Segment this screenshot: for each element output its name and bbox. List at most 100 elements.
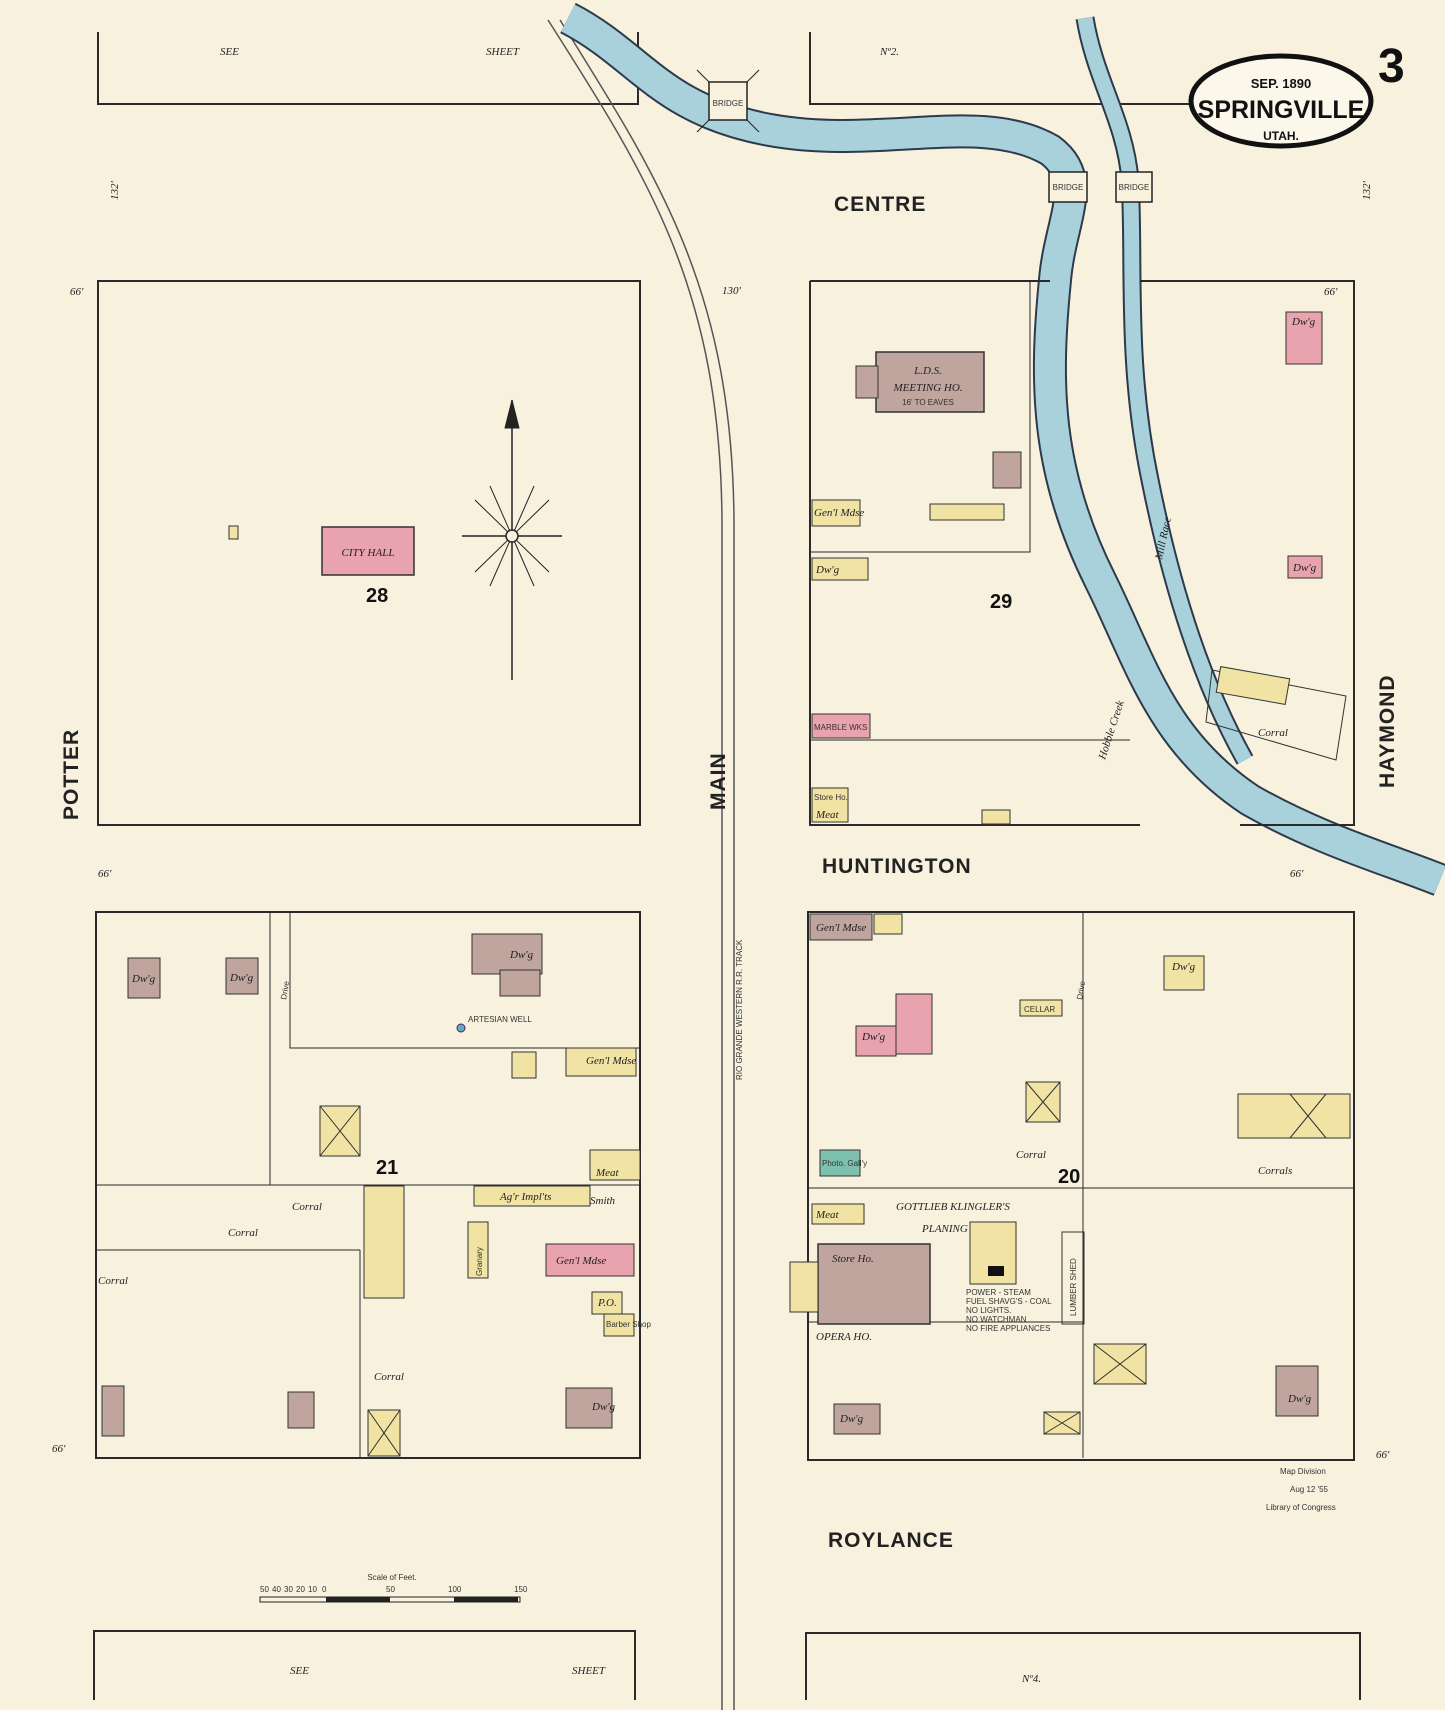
post-office-label: P.O. [597, 1297, 617, 1309]
agr-impts-building [473, 1185, 591, 1207]
agr-impts-warehouse [363, 1185, 405, 1299]
street-width: 66' [1324, 286, 1338, 298]
lds-label-2: MEETING HO. [892, 382, 962, 394]
block-20-outline [807, 911, 1355, 1461]
sheet-no-2-label: Nº2. [879, 46, 899, 58]
boiler-icon [988, 1266, 1004, 1276]
stamp-line-2: Aug 12 '55 [1290, 1485, 1329, 1494]
frame-annex [789, 1261, 819, 1313]
dwelling-label: Dw'g [229, 972, 254, 984]
railroad-label: RIO GRANDE WESTERN R.R. TRACK [735, 939, 744, 1080]
lumber-shed-label: LUMBER SHED [1069, 1258, 1078, 1316]
dwelling-wing [499, 969, 541, 997]
street-main: MAIN [707, 752, 730, 810]
dwelling-label: Dw'g [509, 949, 534, 961]
scale-label: Scale of Feet. [367, 1573, 416, 1582]
dwelling [225, 957, 259, 995]
granary [467, 1221, 489, 1279]
scale-tick: 20 [296, 1585, 305, 1594]
lds-label-1: L.D.S. [913, 365, 942, 377]
sheet-label-bottom: SHEET [572, 1665, 606, 1677]
dwelling [471, 933, 543, 975]
street-haymond: HAYMOND [1376, 674, 1399, 788]
corral-label: Corral [374, 1371, 404, 1383]
stable-cross [367, 1409, 401, 1457]
frame-shed [981, 809, 1011, 825]
street-width: 130' [722, 285, 742, 297]
opera-house-label: OPERA HO. [816, 1331, 872, 1343]
corral-label: Corral [1016, 1149, 1046, 1161]
meat-label: Meat [815, 809, 840, 821]
genl-mdse-building [809, 913, 873, 941]
cellar-label: CELLAR [1024, 1005, 1055, 1014]
mill-race [1077, 16, 1252, 764]
barber-shop [603, 1313, 635, 1337]
city-hall [321, 526, 415, 576]
mill-note: FUEL SHAVG'S - COAL [966, 1297, 1052, 1306]
lumber-shed [1061, 1231, 1085, 1325]
scale-tick: 10 [308, 1585, 317, 1594]
see-label-bottom: SEE [290, 1665, 309, 1677]
meat-market [589, 1149, 641, 1181]
outbuilding [228, 525, 239, 540]
bridge-label: BRIDGE [1119, 183, 1150, 192]
outbuildings-row [929, 503, 1005, 521]
granary-label: Granary [475, 1247, 484, 1276]
lot-lines [96, 281, 1354, 1458]
dwelling-label: Dw'g [1287, 1393, 1312, 1405]
lds-meeting-house [875, 351, 985, 413]
scale-tick: 100 [448, 1585, 462, 1594]
scale-tick: 30 [284, 1585, 293, 1594]
corral-label: Corral [1258, 727, 1288, 739]
dwelling [855, 1025, 897, 1057]
city-hall-label: CITY HALL [342, 547, 395, 559]
dwelling-label: Dw'g [1292, 562, 1317, 574]
cellar [1019, 999, 1063, 1017]
block-29-outline [809, 280, 1355, 826]
lds-note: 16' TO EAVES [902, 398, 954, 407]
see-sheet-bottom-right-box [805, 1632, 1361, 1700]
railroad-rail-east [559, 19, 735, 1710]
bridge-label: BRIDGE [1053, 183, 1084, 192]
scale-bar: 50 40 30 20 10 0 50 100 150 [259, 1585, 528, 1603]
dwelling [833, 1403, 881, 1435]
barber-label: Barber Shop [606, 1320, 651, 1329]
hobble-creek [560, 4, 1445, 894]
mill-notes: POWER - STEAM FUEL SHAVG'S - COAL NO LIG… [966, 1288, 1052, 1333]
street-potter: POTTER [60, 729, 83, 820]
corral-label: Corral [292, 1201, 322, 1213]
stable-cross [319, 1105, 361, 1157]
marble-works-label: MARBLE WKS [814, 723, 867, 732]
stable-cross [1025, 1081, 1061, 1123]
genl-mdse-brick [545, 1243, 635, 1277]
stone-outbuilding [992, 451, 1022, 489]
dwelling-label: Dw'g [1171, 961, 1196, 973]
dwelling [1275, 1365, 1319, 1417]
compass-rose-icon [462, 399, 562, 680]
bridge-creek: BRIDGE [1048, 171, 1088, 203]
frame-store [873, 913, 903, 935]
photo-gallery-label: Photo. Gall'y [822, 1159, 867, 1168]
meat-market [811, 1203, 865, 1225]
scale-tick: 40 [272, 1585, 281, 1594]
opera-house-building [817, 1243, 931, 1325]
map-date: SEP. 1890 [1251, 76, 1311, 91]
mill-note: NO WATCHMAN [966, 1315, 1027, 1324]
corral-label: Corral [98, 1275, 128, 1287]
dwelling [101, 1385, 125, 1437]
stable-cross [1093, 1343, 1147, 1385]
map-town: SPRINGVILLE [1198, 96, 1365, 124]
stables-row [1237, 1093, 1351, 1139]
mill-note: POWER - STEAM [966, 1288, 1031, 1297]
shed-cross [1043, 1411, 1081, 1435]
street-width: 66' [1376, 1449, 1390, 1461]
stamp-line-3: Library of Congress [1266, 1503, 1336, 1512]
dwelling [565, 1387, 613, 1429]
dwelling [1285, 311, 1323, 365]
shed [1215, 666, 1291, 705]
street-huntington: HUNTINGTON [822, 855, 972, 878]
granary [511, 1051, 537, 1079]
sheet-label: SHEET [486, 46, 520, 58]
block-number-21: 21 [376, 1157, 398, 1179]
